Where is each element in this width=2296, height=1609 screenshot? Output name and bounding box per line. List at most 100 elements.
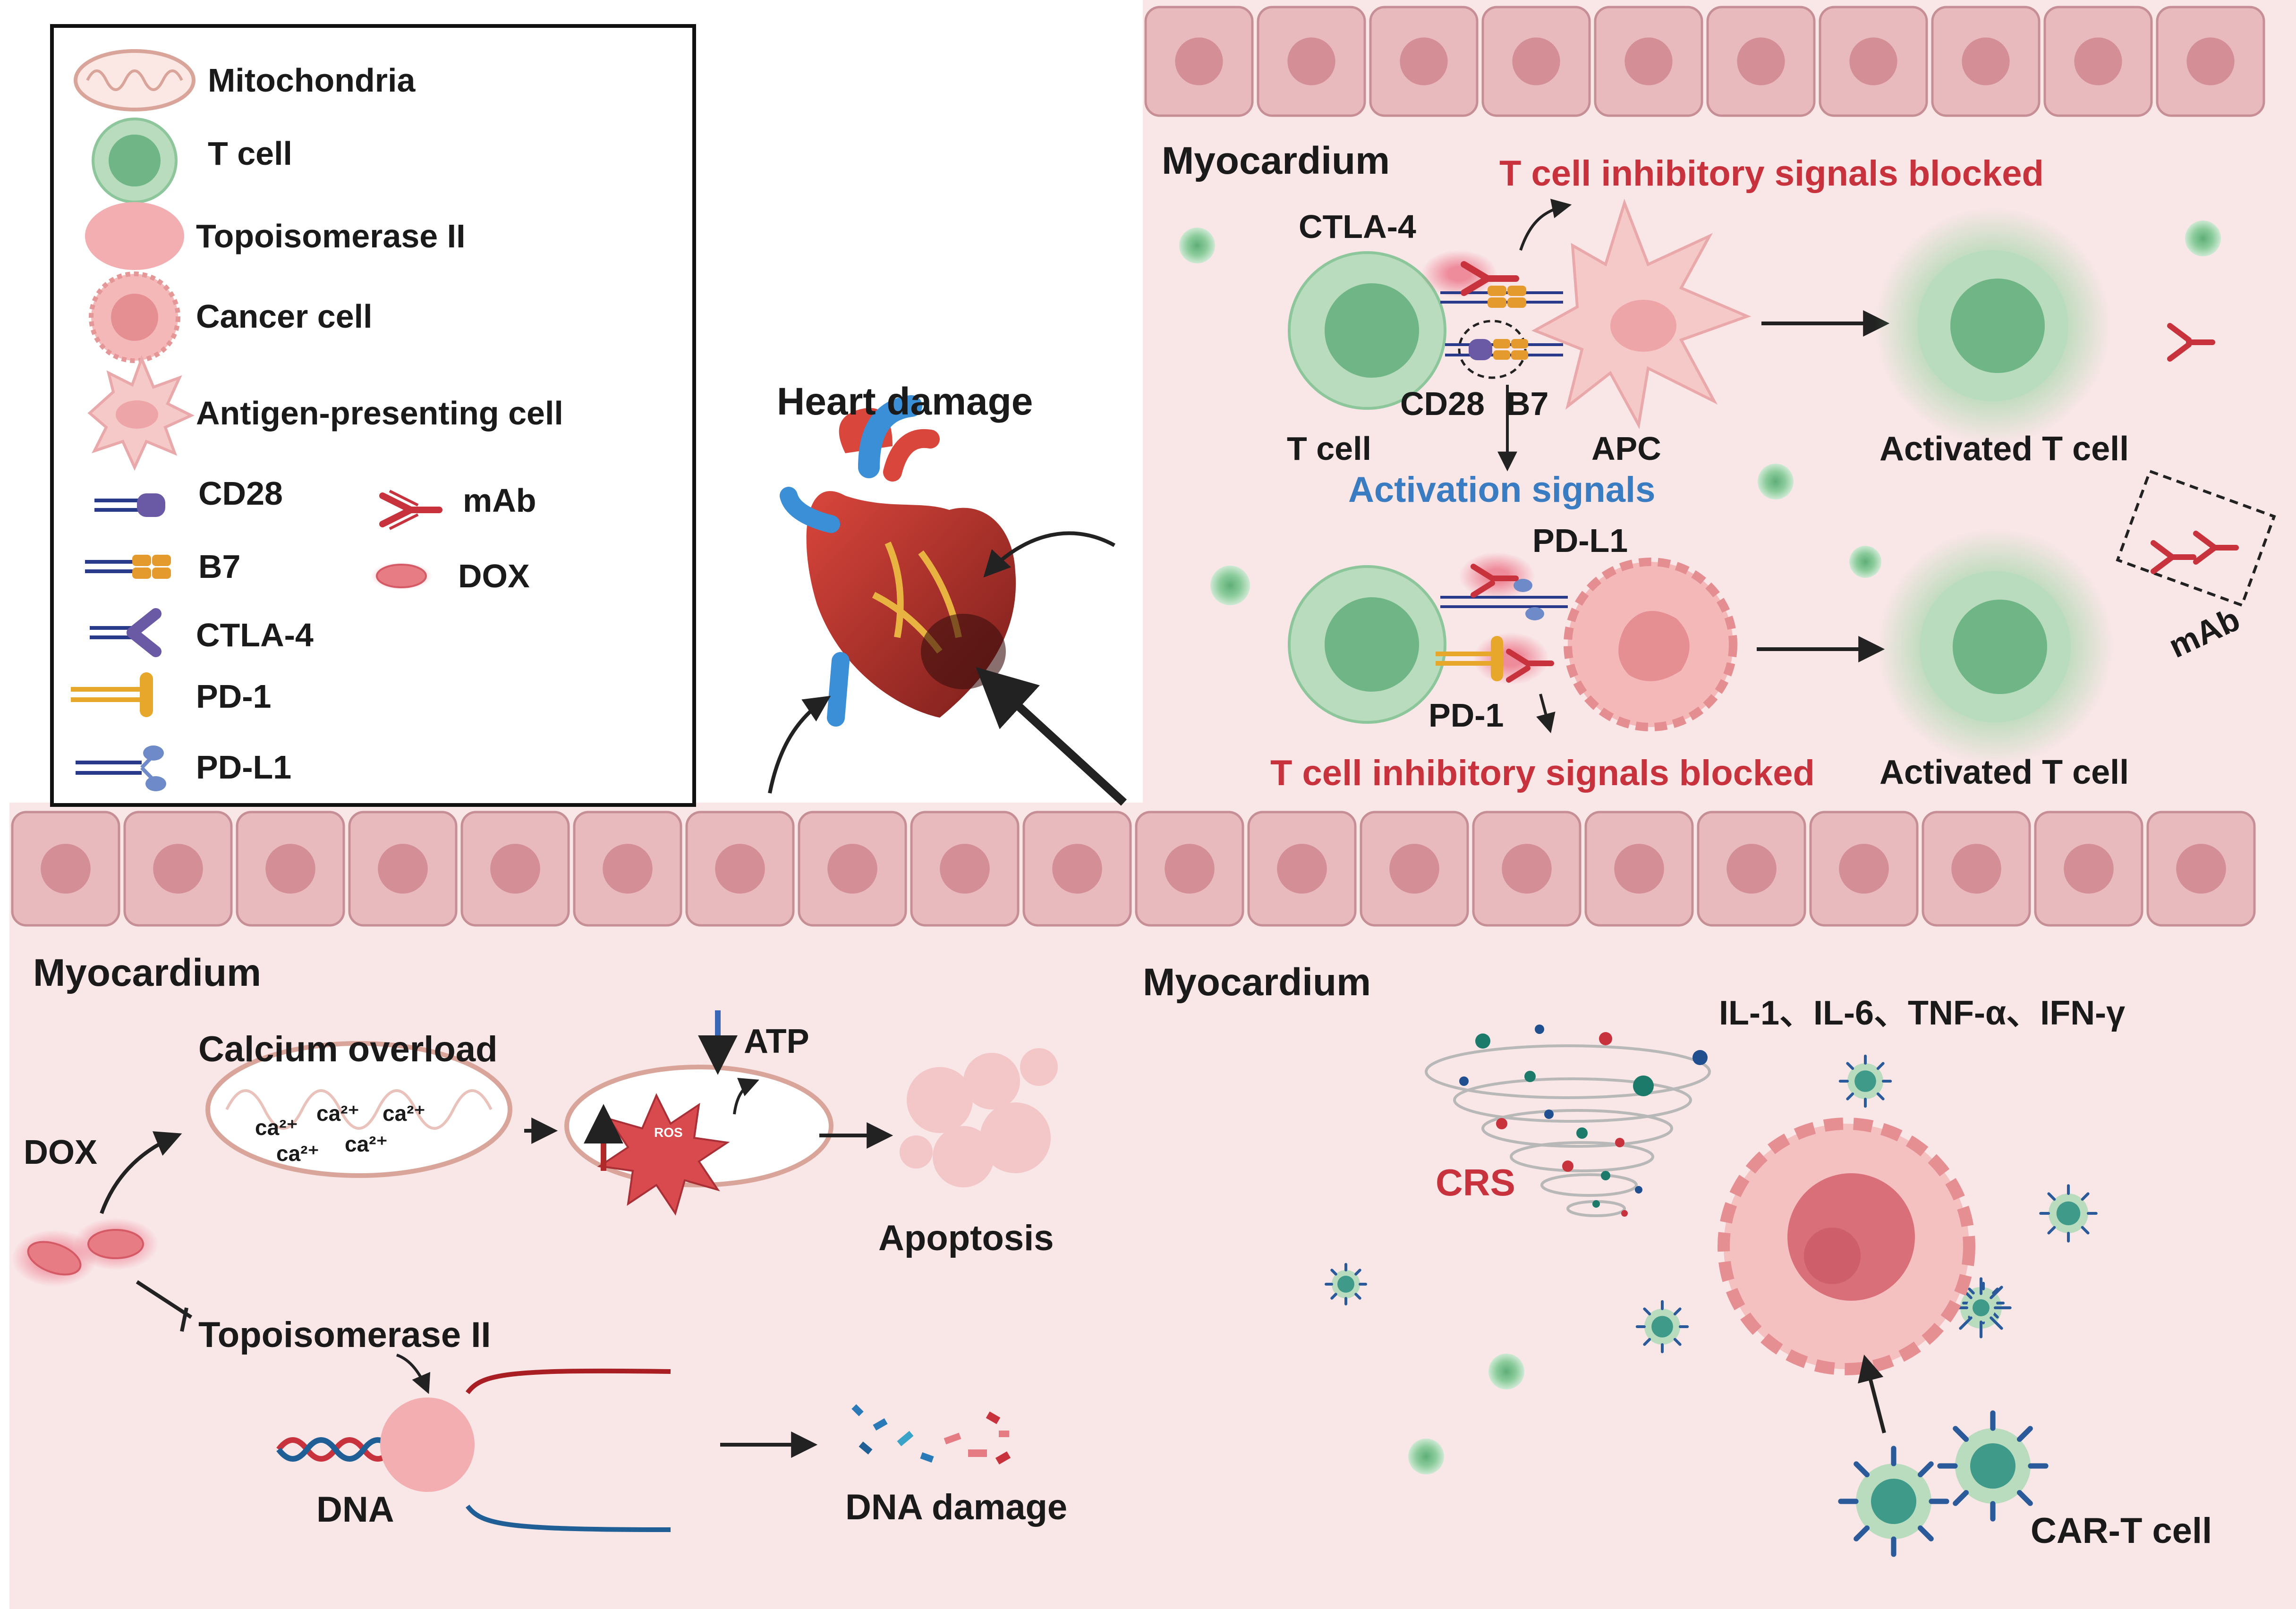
pdl1-label: PD-L1 (1532, 522, 1628, 559)
arrow-dox-to-calcium (100, 1131, 182, 1214)
topoisomerase-label: Topoisomerase II (198, 1315, 491, 1355)
legend-label-apc: Antigen-presenting cell (196, 395, 563, 432)
dox-pills (12, 1218, 158, 1287)
myocyte-nucleus (1502, 844, 1552, 894)
mitochondria-ros (564, 1065, 833, 1216)
legend-label-b7: B7 (198, 548, 241, 585)
myocyte-nucleus (1726, 844, 1777, 894)
myocyte-nucleus (265, 844, 315, 894)
car-t-cell (1325, 1263, 1367, 1305)
car-t-label: CAR-T cell (2031, 1511, 2212, 1551)
activated-t-cell-2 (1877, 529, 2113, 765)
myocyte-nucleus (2186, 37, 2235, 85)
ca-ion-4: ca²⁺ (276, 1141, 319, 1166)
cancer-cell-icon (89, 271, 180, 363)
myocyte-nucleus (2064, 844, 2114, 894)
dna-damage-label: DNA damage (845, 1487, 1068, 1527)
car-t-cell (1937, 1410, 2049, 1522)
ca-ion-5: ca²⁺ (345, 1132, 388, 1156)
apoptotic-bodies (900, 1048, 1058, 1187)
myocyte-nucleus (1400, 37, 1448, 85)
heart-illustration (780, 395, 1016, 727)
legend-label-t-cell: T cell (208, 135, 292, 172)
cancer-cell-crs (1718, 1118, 1975, 1375)
crs-label: CRS (1436, 1161, 1515, 1203)
ctla4-b7-binding (1421, 250, 1563, 308)
ca-ion-2: ca²⁺ (316, 1101, 359, 1126)
arrow-atp-out (733, 1077, 759, 1115)
arrow-cart-to-cancer (1858, 1355, 1886, 1433)
middle-myocardium-cell-strip (11, 811, 2256, 927)
legend-label-ctla4: CTLA-4 (196, 617, 314, 653)
heart-damage-title: Heart damage (777, 380, 1033, 423)
t-cell-row2 (1288, 565, 1446, 724)
bottom-left-myocardium-label: Myocardium (33, 951, 261, 994)
cytokines-label: IL-1、IL-6、TNF-α、IFN-γ (1719, 994, 2126, 1032)
pdl1-icon (76, 745, 166, 791)
dox-label: DOX (24, 1134, 98, 1171)
antigen-presenting-cell-icon (87, 355, 195, 471)
t-cell-label: T cell (1287, 430, 1371, 467)
cancer-cell (1564, 558, 1737, 731)
car-t-cell (1960, 1287, 2002, 1329)
myocyte-nucleus (153, 844, 203, 894)
small-t-cells-bottom (1408, 1354, 1524, 1474)
legend-label-pdl1: PD-L1 (196, 749, 292, 786)
activated-t-cell-label-1: Activated T cell (1879, 430, 2129, 468)
activated-t-cell-label-2: Activated T cell (1879, 754, 2129, 791)
arrow-bottom-left-to-heart (768, 695, 831, 794)
atp-label: ATP (744, 1023, 809, 1060)
mab-floating (2167, 323, 2215, 362)
pd1-label: PD-1 (1429, 697, 1504, 734)
arrow-inhibitory-top (1519, 199, 1572, 251)
myocyte-nucleus (1951, 844, 2001, 894)
arrow-top-panel-to-heart (983, 531, 1115, 578)
activation-signals-label: Activation signals (1348, 470, 1656, 510)
car-t-cell (1838, 1054, 1892, 1108)
myocyte-nucleus (1175, 37, 1223, 85)
myocyte-nucleus (827, 844, 877, 894)
myocyte-nucleus (1614, 844, 1664, 894)
dna-topoisomerase (276, 1368, 671, 1532)
inhibit-dox-topoisomerase (136, 1280, 193, 1332)
myocyte-nucleus (378, 844, 428, 894)
arrow-inhibitory-bottom (1536, 694, 1556, 734)
car-t-cell (2039, 1184, 2098, 1243)
pd1-pdl1-binding (1436, 552, 1568, 685)
myocyte-nucleus (1287, 37, 1335, 85)
ros-label: ROS (654, 1125, 683, 1140)
car-t-cell (1635, 1300, 1689, 1354)
myocyte-nucleus (2176, 844, 2226, 894)
bottom-inhibitory-label: T cell inhibitory signals blocked (1270, 753, 1815, 793)
top-inhibitory-label: T cell inhibitory signals blocked (1499, 153, 2044, 194)
myocyte-nucleus (1512, 37, 1560, 85)
t-cell-row1 (1288, 251, 1446, 410)
b7-label: B7 (1506, 385, 1549, 422)
car-t-cell (1838, 1446, 1949, 1557)
myocyte-nucleus (603, 844, 653, 894)
ctla4-label: CTLA-4 (1299, 208, 1416, 245)
b7-icon (85, 555, 171, 579)
legend-label-topoisomerase: Topoisomerase II (196, 218, 466, 254)
legend-label-mitochondria: Mitochondria (208, 62, 416, 99)
cd28-icon (94, 493, 165, 517)
legend-label-dox: DOX (458, 558, 530, 594)
calcium-overload-label: Calcium overload (198, 1029, 498, 1069)
cd28-b7-binding (1445, 320, 1563, 379)
top-myocardium-label: Myocardium (1162, 139, 1390, 182)
car-t-cells (1325, 1054, 2098, 1557)
legend-label-cancer-cell: Cancer cell (196, 298, 373, 335)
arrow-topoisomerase-to-enzyme (396, 1354, 431, 1394)
dox-icon (371, 562, 432, 590)
apc-label: APC (1591, 430, 1661, 467)
ca-ion-1: ca²⁺ (255, 1115, 298, 1140)
legend-label-cd28: CD28 (198, 475, 283, 512)
ca-ion-3: ca²⁺ (383, 1101, 425, 1126)
mitochondria-calcium (205, 1041, 512, 1178)
myocyte-nucleus (1277, 844, 1327, 894)
myocyte-nucleus (1624, 37, 1673, 85)
activated-t-cell-1 (1875, 208, 2111, 444)
ctla4-icon (90, 608, 162, 657)
mitochondria-icon (74, 49, 196, 111)
topoisomerase-ii-icon (85, 202, 184, 270)
